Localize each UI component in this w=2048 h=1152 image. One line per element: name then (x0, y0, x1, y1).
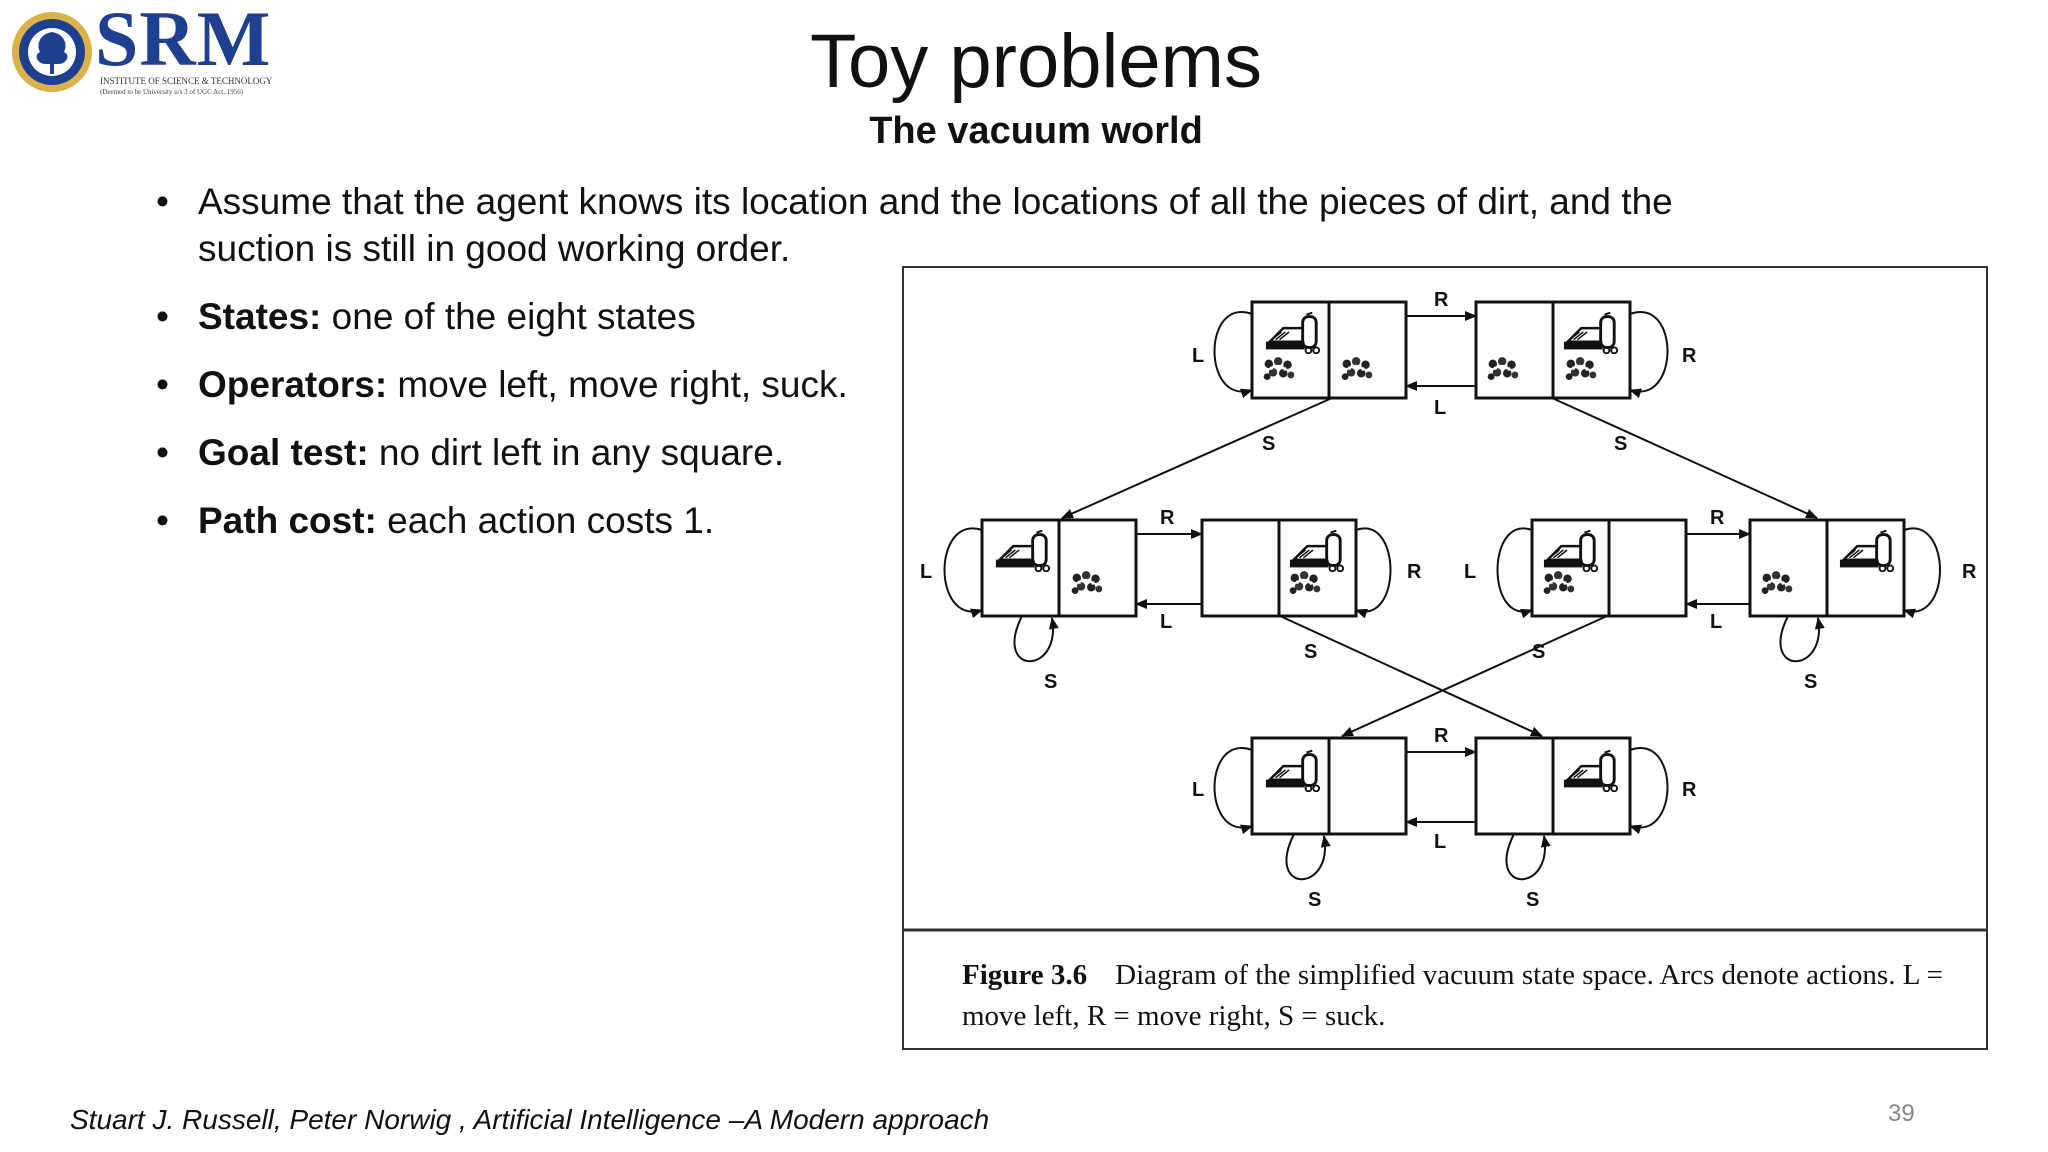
figure-label: Figure 3.6 (962, 959, 1088, 991)
srm-emblem-icon (12, 12, 92, 92)
logo-subtitle: INSTITUTE OF SCIENCE & TECHNOLOGY (100, 76, 273, 86)
state-6 (1748, 518, 1906, 618)
svg-text:S: S (1614, 433, 1627, 455)
svg-text:L: L (1710, 611, 1722, 633)
srm-logo: SRM INSTITUTE OF SCIENCE & TECHNOLOGY (D… (10, 0, 290, 102)
svg-text:L: L (1464, 561, 1476, 583)
transition-arrows (943, 311, 1941, 881)
svg-text:R: R (1710, 507, 1725, 529)
state-4 (1200, 518, 1358, 618)
svg-text:S: S (1532, 641, 1545, 663)
page-number: 39 (1888, 1100, 1915, 1127)
logo-wordmark: SRM (95, 0, 272, 82)
state-8 (1474, 736, 1632, 836)
svg-text:L: L (1434, 831, 1446, 853)
svg-text:S: S (1262, 433, 1275, 455)
svg-text:R: R (1962, 561, 1977, 583)
slide-subtitle: The vacuum world (869, 110, 1203, 152)
citation-footer: Stuart J. Russell, Peter Norwig , Artifi… (70, 1104, 990, 1135)
svg-text:L: L (1192, 345, 1204, 367)
svg-text:R: R (1160, 507, 1175, 529)
svg-text:R: R (1682, 345, 1697, 367)
svg-text:S: S (1308, 889, 1321, 911)
svg-text:L: L (1192, 779, 1204, 801)
svg-text:S: S (1526, 889, 1539, 911)
state-5 (1530, 518, 1688, 618)
bullet-item: States: one of the eight states (150, 293, 1830, 340)
logo-tagline: (Deemed to be University u/s 3 of UGC Ac… (100, 88, 244, 96)
svg-text:L: L (1434, 397, 1446, 419)
bullet-item: Operators: move left, move right, suck. (150, 361, 1830, 408)
action-labels: R L L R S S R L L R L R L R S S S S R L … (920, 289, 1977, 911)
svg-text:S: S (1804, 671, 1817, 693)
state-1 (1250, 300, 1408, 400)
svg-text:L: L (920, 561, 932, 583)
vacuum-state-space-diagram: R L L R S S R L L R L R L R S S S S R L … (902, 266, 1988, 1050)
svg-text:R: R (1682, 779, 1697, 801)
svg-text:R: R (1434, 725, 1449, 747)
svg-text:R: R (1407, 561, 1422, 583)
figure-frame (902, 266, 1988, 1050)
bullet-item: Path cost: each action costs 1. (150, 497, 1830, 544)
svg-text:R: R (1434, 289, 1449, 311)
state-2 (1474, 300, 1632, 400)
state-7 (1250, 736, 1408, 836)
svg-text:S: S (1304, 641, 1317, 663)
svg-text:S: S (1044, 671, 1057, 693)
bullet-item: Assume that the agent knows its location… (150, 178, 1788, 272)
figure-caption-text: Diagram of the simplified vacuum state s… (962, 959, 1943, 1032)
state-3 (980, 518, 1138, 618)
svg-text:L: L (1160, 611, 1172, 633)
bullet-item: Goal test: no dirt left in any square. (150, 429, 1830, 476)
slide-title: Toy problems (810, 19, 1262, 104)
bullet-list: Assume that the agent knows its location… (150, 178, 1830, 565)
